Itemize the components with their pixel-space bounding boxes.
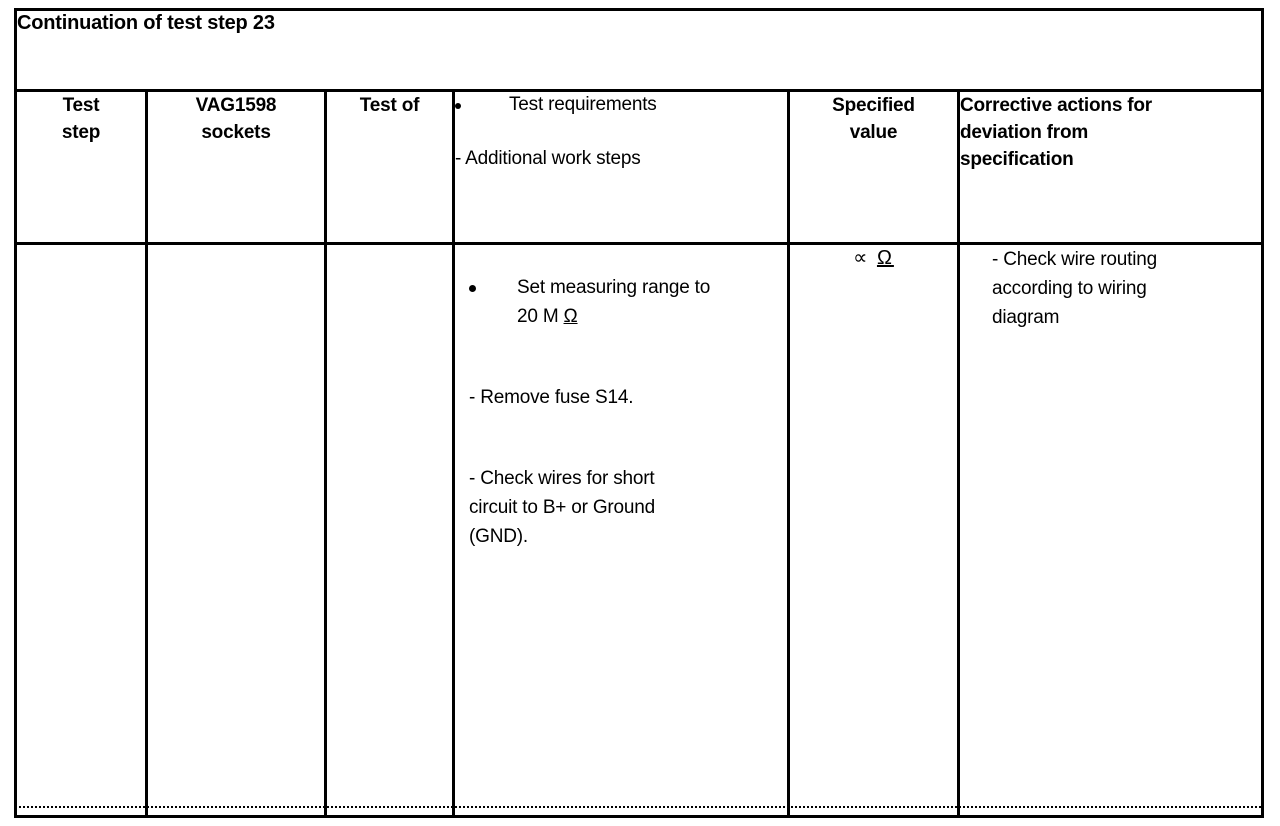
header-cell-test-requirements: Test requirements - Additional work step… <box>452 89 790 245</box>
corrective-action-line3: diagram <box>992 307 1060 328</box>
cell-specified-value: ∝ Ω <box>787 242 960 818</box>
scan-edge-artifact <box>14 806 1261 808</box>
header-requirements-label: Test requirements <box>509 94 657 115</box>
header-corrective-line2: deviation from <box>960 122 1089 143</box>
requirement-remove-fuse: - Remove fuse S14. <box>469 387 634 408</box>
table-title-cell: Continuation of test step 23 <box>13 8 1265 92</box>
specified-value-text: ∝ Ω <box>790 245 957 270</box>
page-title: Continuation of test step 23 <box>17 12 275 34</box>
header-requirements-bullet-row: Test requirements <box>455 92 787 118</box>
table-header-row: Test step VAG1598 sockets Test of Test r… <box>14 89 1265 245</box>
header-test-step-line2: step <box>61 122 101 143</box>
cell-test-requirements: Set measuring range to 20 M Ω - Remove f… <box>452 242 790 818</box>
ohm-symbol: Ω <box>563 306 578 327</box>
header-test-step-line1: Test <box>62 95 100 116</box>
header-corrective-line1: Corrective actions for <box>960 95 1152 116</box>
bullet-dot-icon <box>455 103 461 109</box>
header-cell-corrective-actions: Corrective actions for deviation from sp… <box>956 89 1265 245</box>
header-additional-work-steps: - Additional work steps <box>455 148 641 169</box>
header-specified-line2: value <box>849 122 898 143</box>
requirement-bullet-line1: Set measuring range to <box>517 277 711 298</box>
header-cell-vag1598-sockets: VAG1598 sockets <box>145 89 327 245</box>
corrective-action-line2: according to wiring <box>992 278 1147 299</box>
requirement-check-wires-line2: circuit to B+ or Ground <box>469 497 656 518</box>
header-corrective-line3: specification <box>960 149 1074 170</box>
header-test-of-line1: Test of <box>359 95 420 116</box>
header-cell-test-step: Test step <box>14 89 148 245</box>
requirement-check-wires: - Check wires for short circuit to B+ or… <box>469 464 777 551</box>
requirement-range-value: 20 M <box>517 306 564 327</box>
header-sockets-line1: VAG1598 <box>195 95 277 116</box>
bullet-dot-icon <box>469 285 476 292</box>
header-cell-test-of: Test of <box>324 89 455 245</box>
corrective-action-line1: - Check wire routing <box>992 249 1157 270</box>
cell-vag1598-sockets <box>145 242 327 818</box>
table-row: Set measuring range to 20 M Ω - Remove f… <box>14 242 1265 818</box>
cell-test-of <box>324 242 455 818</box>
header-specified-line1: Specified <box>832 95 915 116</box>
spec-table-frame: Continuation of test step 23 Test step V… <box>13 8 1265 818</box>
cell-test-step <box>14 242 148 818</box>
requirement-check-wires-line1: - Check wires for short <box>469 468 655 489</box>
ohm-symbol: Ω <box>876 247 894 269</box>
header-cell-specified-value: Specified value <box>787 89 960 245</box>
cell-corrective-actions: - Check wire routing according to wiring… <box>956 242 1265 818</box>
test-step-table: Continuation of test step 23 Test step V… <box>13 8 1265 818</box>
infinity-symbol: ∝ <box>853 247 870 269</box>
requirement-bullet-set-range: Set measuring range to 20 M Ω <box>469 273 777 331</box>
header-sockets-line2: sockets <box>201 122 271 143</box>
requirement-bullet-line2: 20 M Ω <box>483 302 777 331</box>
requirement-check-wires-line3: (GND). <box>469 526 528 547</box>
table-title-row: Continuation of test step 23 <box>13 8 1265 92</box>
